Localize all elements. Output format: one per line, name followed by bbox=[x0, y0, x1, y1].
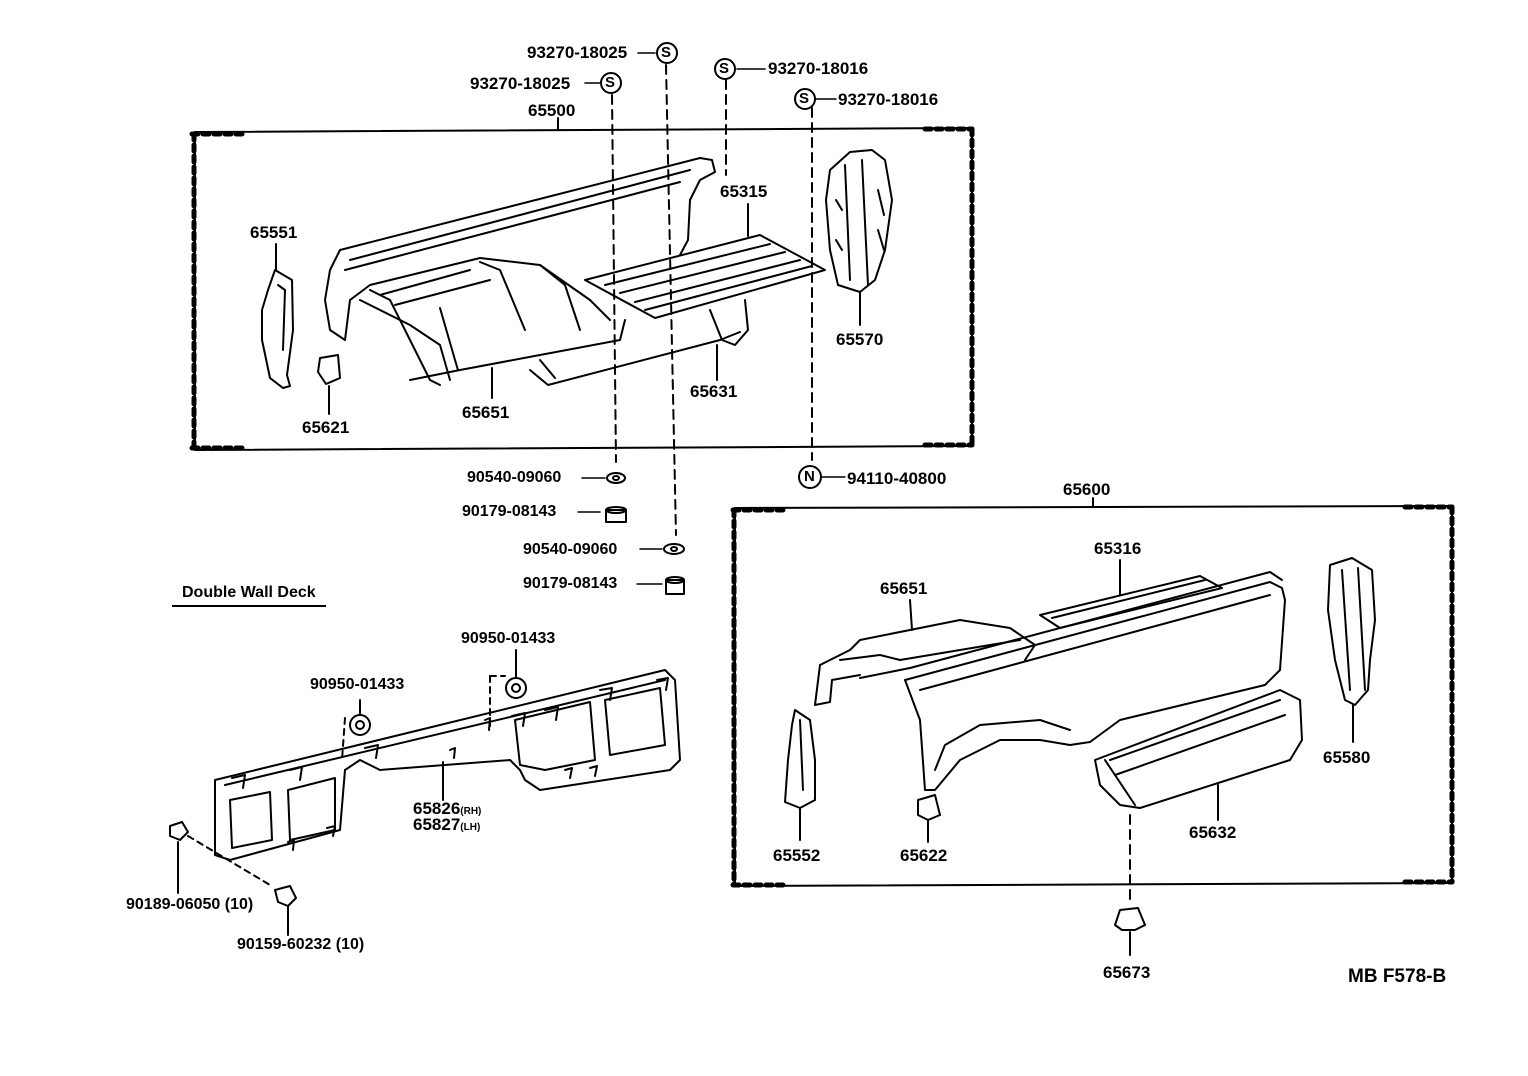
label-65826-number: 65826 bbox=[413, 799, 461, 818]
label-93270-18025-b: 93270-18025 bbox=[470, 74, 571, 93]
label-90950-01433-a: 90950-01433 bbox=[310, 676, 405, 693]
nut-90179-b bbox=[666, 577, 684, 594]
clip-90189 bbox=[170, 822, 270, 893]
label-65827: 65827(LH) bbox=[413, 816, 480, 833]
label-94110-40800: 94110-40800 bbox=[847, 469, 947, 488]
label-90179-08143-a: 90179-08143 bbox=[462, 503, 557, 520]
part-65580-outline bbox=[1328, 558, 1375, 742]
part-65316-outline bbox=[1040, 560, 1222, 628]
label-65673: 65673 bbox=[1103, 963, 1151, 982]
label-65827-number: 65827 bbox=[413, 815, 461, 834]
part-65632-outline bbox=[1095, 690, 1302, 820]
symbol-n: N bbox=[804, 468, 815, 485]
part-65315-outline bbox=[585, 204, 825, 318]
part-65570-outline bbox=[826, 150, 892, 325]
label-65827-side: (LH) bbox=[460, 822, 481, 833]
grommet-90950-b bbox=[490, 650, 526, 728]
label-65651-top: 65651 bbox=[462, 403, 510, 422]
nut-90179-a bbox=[606, 507, 626, 522]
label-65651-bottom: 65651 bbox=[880, 579, 928, 598]
label-90159-60232: 90159-60232 (10) bbox=[237, 936, 365, 953]
label-90189-06050: 90189-06050 (10) bbox=[126, 896, 254, 913]
label-65551: 65551 bbox=[250, 223, 298, 242]
part-65552-outline bbox=[785, 710, 815, 840]
label-93270-18025-a: 93270-18025 bbox=[527, 43, 628, 62]
side-panel-outline bbox=[325, 158, 740, 398]
part-65621-outline bbox=[318, 355, 340, 414]
circle-symbols bbox=[601, 43, 821, 488]
label-90950-01433-b: 90950-01433 bbox=[461, 630, 556, 647]
symbol-s-b: S bbox=[605, 74, 616, 91]
label-65826: 65826(RH) bbox=[413, 800, 481, 817]
symbol-s-a: S bbox=[661, 44, 672, 61]
label-90540-09060-a: 90540-09060 bbox=[467, 469, 562, 486]
label-65631: 65631 bbox=[690, 382, 738, 401]
label-65621: 65621 bbox=[302, 418, 350, 437]
label-65316: 65316 bbox=[1094, 539, 1142, 558]
diagram-code: MB F578-B bbox=[1348, 966, 1447, 987]
label-90179-08143-b: 90179-08143 bbox=[523, 575, 618, 592]
washer-90540-b bbox=[664, 544, 684, 554]
fastener-lines-upper bbox=[612, 65, 812, 535]
part-65631-outline bbox=[710, 300, 748, 380]
caption-double-wall-deck: Double Wall Deck bbox=[172, 584, 326, 607]
part-65622-outline bbox=[918, 795, 940, 842]
label-65570: 65570 bbox=[836, 330, 884, 349]
label-90540-09060-b: 90540-09060 bbox=[523, 541, 618, 558]
label-65622: 65622 bbox=[900, 846, 948, 865]
bolt-90159 bbox=[275, 886, 296, 935]
outer-side-panel-outline bbox=[905, 572, 1285, 790]
label-65580: 65580 bbox=[1323, 748, 1371, 767]
part-65551-outline bbox=[262, 244, 293, 388]
symbol-s-c: S bbox=[719, 60, 730, 77]
assembly-frame-65500 bbox=[192, 118, 972, 450]
label-assembly-65600: 65600 bbox=[1063, 480, 1111, 499]
double-wall-panel-outline bbox=[215, 670, 680, 860]
label-65826-side: (RH) bbox=[460, 806, 482, 817]
part-65673-outline bbox=[1115, 815, 1145, 955]
grommet-90950-a bbox=[342, 700, 370, 760]
washer-90540-a bbox=[607, 473, 625, 483]
label-93270-18016-b: 93270-18016 bbox=[838, 90, 939, 109]
label-assembly-65500: 65500 bbox=[528, 101, 576, 120]
label-65315: 65315 bbox=[720, 182, 768, 201]
symbol-s-d: S bbox=[799, 90, 810, 107]
label-65632: 65632 bbox=[1189, 823, 1237, 842]
assembly-frame-65600 bbox=[733, 498, 1452, 886]
label-93270-18016-a: 93270-18016 bbox=[768, 59, 869, 78]
label-65552: 65552 bbox=[773, 846, 821, 865]
leader-lines-upper bbox=[578, 53, 845, 584]
